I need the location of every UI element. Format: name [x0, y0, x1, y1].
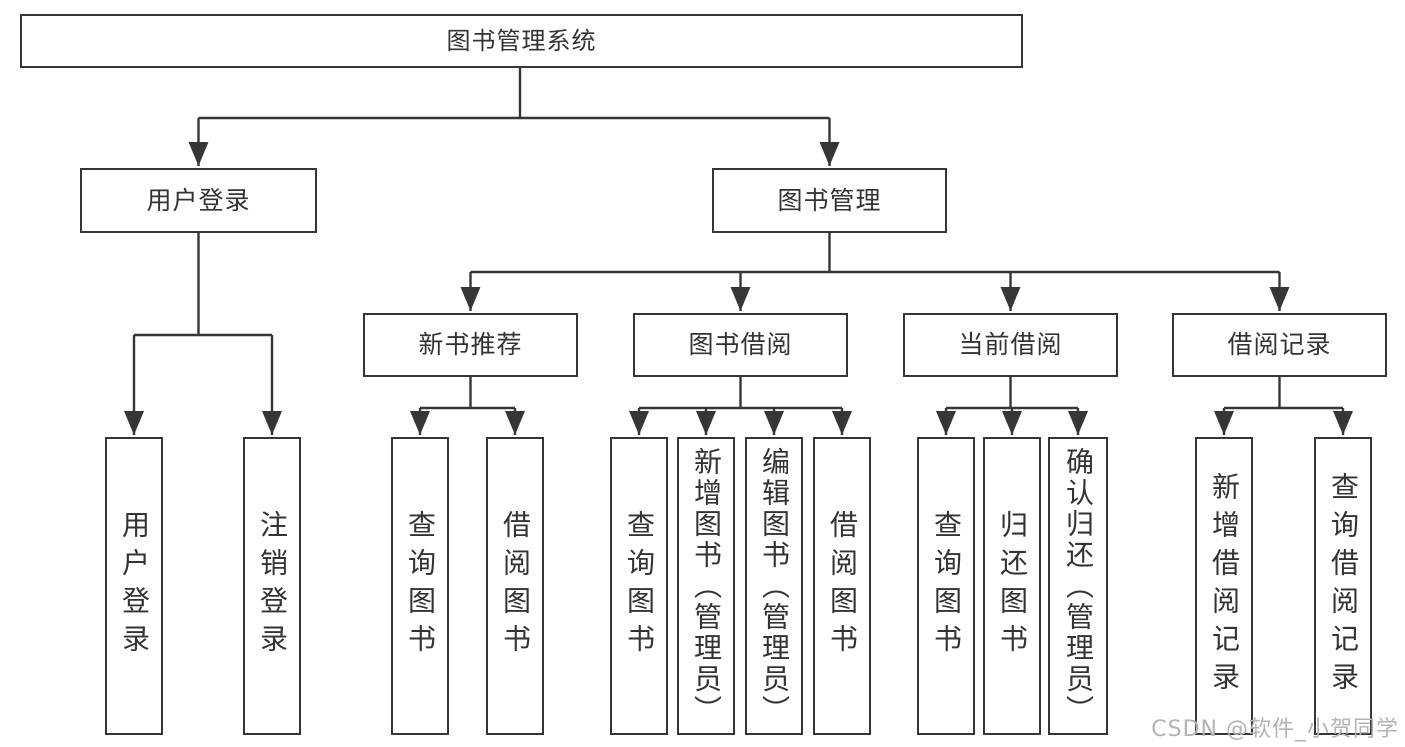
node-borrowing-records: 借阅记录	[1172, 313, 1387, 377]
node-leaf-borrowing-query-books: 查询图书	[610, 437, 668, 735]
edges-user-login	[124, 233, 282, 435]
node-leaf-return-books: 归还图书	[983, 437, 1041, 735]
node-leaf-add-borrow-record: 新增借阅记录	[1195, 437, 1253, 735]
edges-book-borrowing	[629, 377, 852, 435]
node-root-system: 图书管理系统	[20, 14, 1023, 68]
node-leaf-edit-books-admin: 编辑图书（管理员）	[745, 437, 803, 735]
node-leaf-recommend-borrow-books: 借阅图书	[486, 437, 544, 735]
node-new-book-recommend: 新书推荐	[363, 313, 578, 377]
node-leaf-add-books-admin: 新增图书（管理员）	[677, 437, 735, 735]
node-book-management: 图书管理	[712, 168, 947, 233]
node-leaf-confirm-return-admin: 确认归还（管理员）	[1048, 437, 1108, 735]
edges-book-management	[460, 233, 1290, 311]
node-book-borrowing: 图书借阅	[633, 313, 848, 377]
node-leaf-recommend-query-books: 查询图书	[391, 437, 449, 735]
node-leaf-query-borrow-record: 查询借阅记录	[1314, 437, 1372, 735]
node-leaf-logout: 注销登录	[243, 437, 301, 735]
csdn-watermark: CSDN @软件_小贺同学	[1151, 717, 1399, 742]
edges-borrowing-records	[1214, 377, 1353, 435]
node-user-login: 用户登录	[80, 168, 317, 233]
node-leaf-borrowing-borrow-books: 借阅图书	[813, 437, 871, 735]
edges-new-book-recommend	[410, 377, 525, 435]
node-leaf-user-login: 用户登录	[105, 437, 163, 735]
edges-root	[188, 68, 840, 166]
node-leaf-current-query-books: 查询图书	[917, 437, 975, 735]
node-current-borrowing: 当前借阅	[903, 313, 1118, 377]
edges-current-borrowing	[936, 377, 1088, 435]
